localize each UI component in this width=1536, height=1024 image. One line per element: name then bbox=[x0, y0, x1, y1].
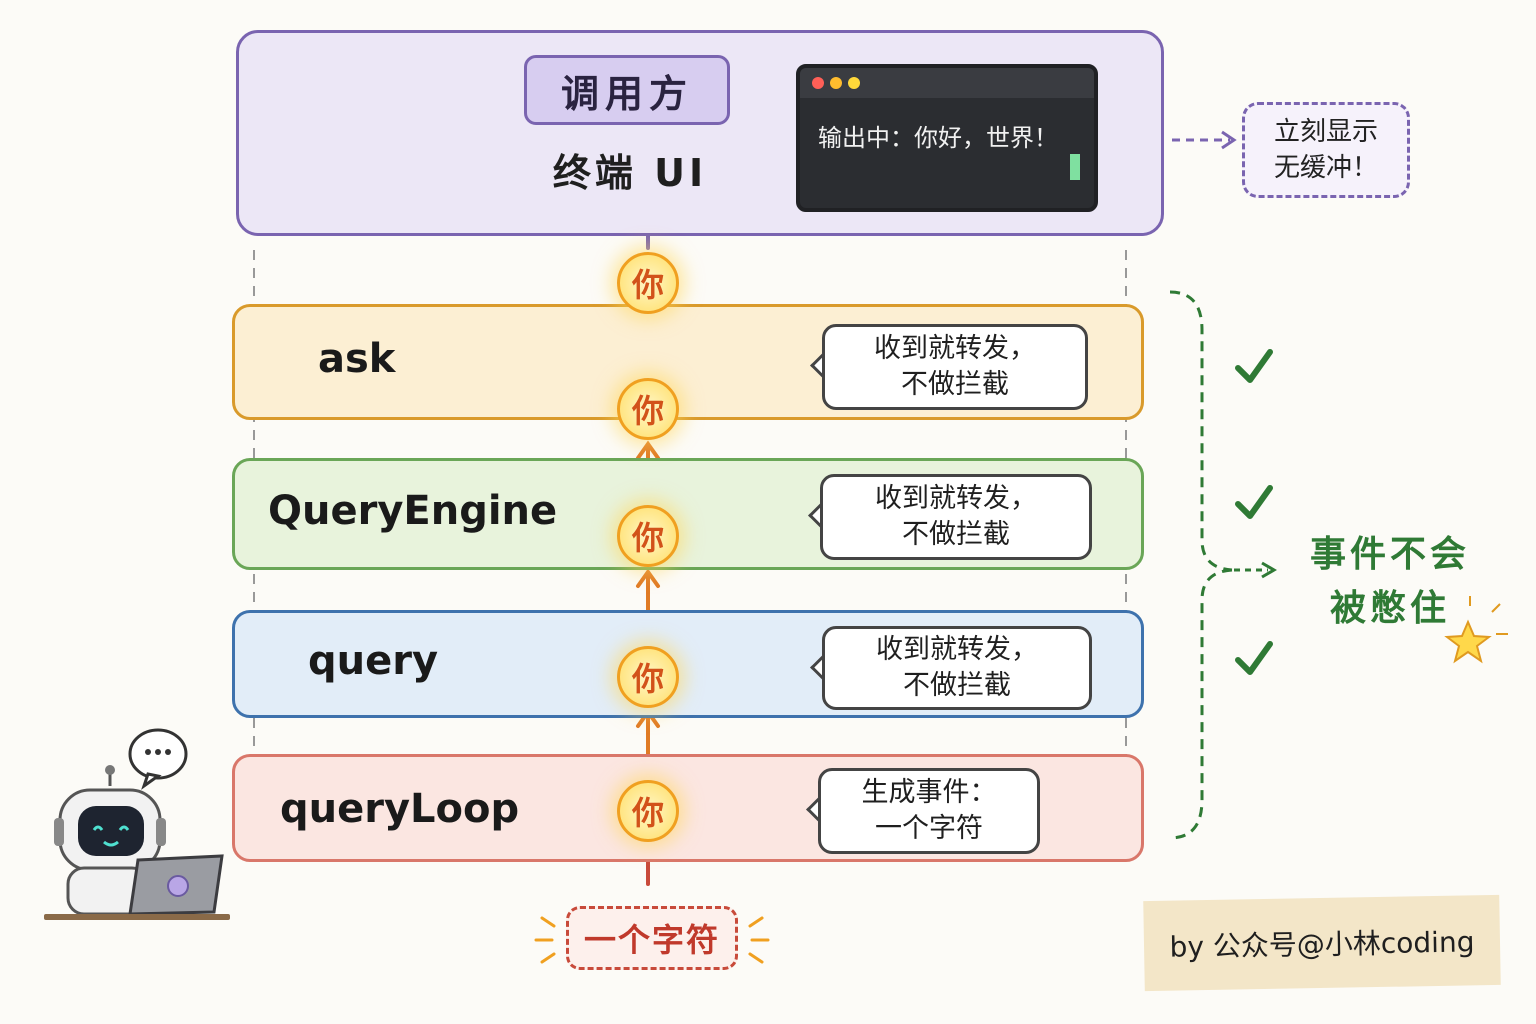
check-icon bbox=[1235, 349, 1273, 383]
token-circle: 你 bbox=[617, 252, 679, 314]
bubble-line: 收到就转发， bbox=[875, 483, 1037, 514]
caller-tag: 调用方 bbox=[524, 55, 730, 125]
terminal-ui-label: 终端 UI bbox=[552, 151, 708, 195]
layer-name: query bbox=[308, 638, 439, 684]
star-icon bbox=[1444, 619, 1492, 664]
maximize-dot-icon bbox=[848, 77, 860, 89]
layer-name: QueryEngine bbox=[268, 488, 558, 534]
note-line: 被憋住 bbox=[1329, 588, 1450, 629]
terminal-output: 输出中：你好，世界！ bbox=[818, 124, 1058, 152]
token-circle: 你 bbox=[617, 780, 679, 842]
layer-name: ask bbox=[318, 336, 396, 382]
side-note-line: 无缓冲！ bbox=[1273, 153, 1378, 183]
minimize-dot-icon bbox=[830, 77, 842, 89]
source-sparkle-icon bbox=[534, 916, 770, 964]
brace-arrowhead bbox=[1261, 561, 1277, 579]
bubble-line: 不做拦截 bbox=[902, 519, 1010, 550]
token-circle: 你 bbox=[617, 646, 679, 708]
check-icon bbox=[1235, 641, 1273, 675]
source-character-box: 一个字符 bbox=[566, 906, 738, 970]
token-circle: 你 bbox=[617, 505, 679, 567]
robot-illustration bbox=[44, 728, 230, 920]
bubble-line: 不做拦截 bbox=[901, 369, 1009, 400]
terminal-title-bar bbox=[800, 68, 1094, 98]
bubble-line: 不做拦截 bbox=[903, 670, 1011, 701]
speech-bubble: 生成事件： 一个字符 bbox=[818, 768, 1040, 854]
token-circle: 你 bbox=[617, 378, 679, 440]
note-line: 事件不会 bbox=[1309, 534, 1470, 575]
layer-name: queryLoop bbox=[280, 786, 520, 832]
speech-bubble: 收到就转发， 不做拦截 bbox=[822, 324, 1088, 410]
speech-bubble: 收到就转发， 不做拦截 bbox=[822, 626, 1092, 710]
terminal-window: 输出中：你好，世界！ bbox=[796, 64, 1098, 212]
green-brace bbox=[1169, 290, 1233, 840]
side-note-line: 立刻显示 bbox=[1273, 117, 1378, 147]
side-note-arrowhead bbox=[1221, 130, 1237, 150]
events-not-held-note: 事件不会 被憋住 bbox=[1300, 528, 1480, 636]
bubble-line: 收到就转发， bbox=[874, 333, 1036, 364]
author-credit: by 公众号@小林coding bbox=[1143, 894, 1501, 992]
terminal-cursor bbox=[1070, 154, 1080, 180]
bubble-line: 生成事件： bbox=[861, 777, 997, 808]
instant-display-note: 立刻显示 无缓冲！ bbox=[1242, 102, 1410, 198]
bubble-line: 一个字符 bbox=[875, 813, 983, 844]
sparkle-lines-icon bbox=[1469, 596, 1508, 635]
bubble-line: 收到就转发， bbox=[876, 634, 1038, 665]
speech-bubble: 收到就转发， 不做拦截 bbox=[820, 474, 1092, 560]
check-icon bbox=[1235, 485, 1273, 519]
close-dot-icon bbox=[812, 77, 824, 89]
